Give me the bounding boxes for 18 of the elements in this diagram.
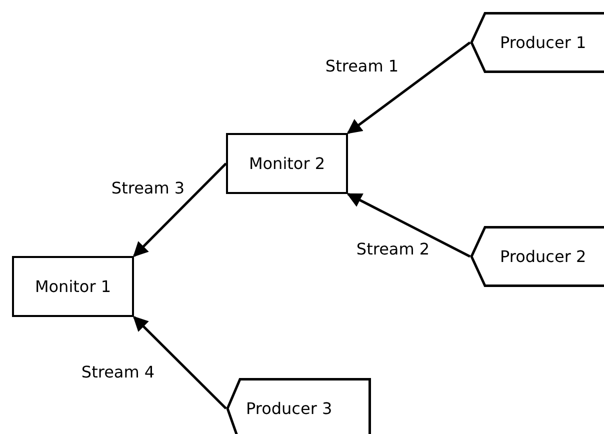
arrow [346,192,471,258]
node-label: Monitor 1 [34,277,112,296]
edge-label: Stream 1 [325,56,399,76]
node-label: Monitor 2 [248,154,326,173]
arrow [132,316,227,410]
arrow [346,42,471,134]
edge-label: Stream 4 [81,362,155,382]
arrow [132,162,227,258]
process-box [226,133,348,194]
process-box [12,256,134,317]
edge-label: Stream 3 [111,178,185,198]
node-label: Producer 2 [500,246,586,266]
tag-shape [470,226,604,287]
node-label: Producer 3 [246,398,332,418]
node-label: Producer 1 [500,32,586,52]
edge-label: Stream 2 [356,240,430,258]
tag-shape [470,12,604,73]
tag-shape [226,378,371,434]
